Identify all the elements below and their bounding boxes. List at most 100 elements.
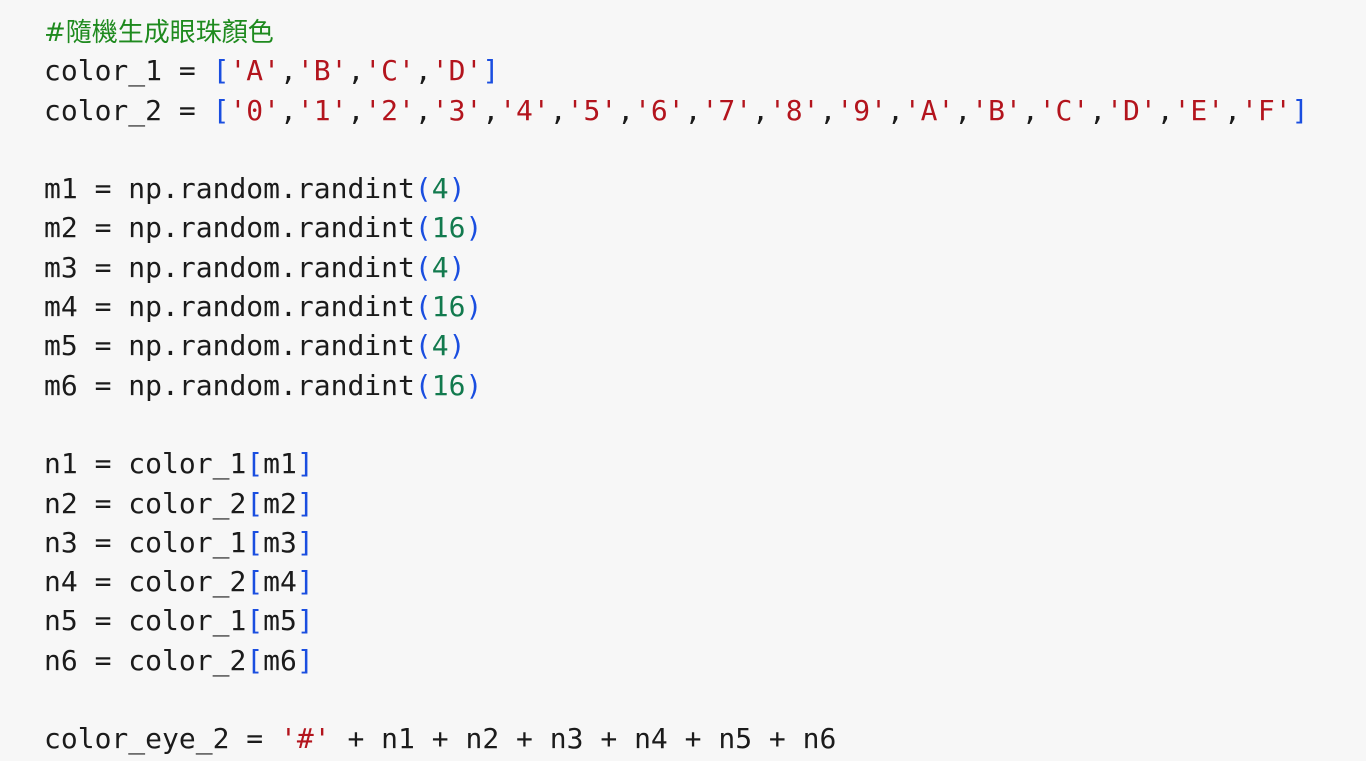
operator-token: + — [667, 722, 719, 756]
operator-token: = — [77, 329, 129, 363]
punctuation-token: , — [280, 93, 297, 127]
code-line[interactable]: color_eye_2 = '#' + n1 + n2 + n3 + n4 + … — [44, 719, 1366, 758]
bracket-token: [ — [246, 604, 264, 638]
string-token: 'B' — [971, 93, 1022, 127]
code-line[interactable]: color_1 = ['A','B','C','D'] — [44, 51, 1366, 90]
code-line[interactable]: color_2 = ['0','1','2','3','4','5','6','… — [44, 91, 1366, 130]
code-line[interactable]: m5 = np.random.randint(4) — [44, 326, 1366, 365]
bracket-token: ) — [465, 368, 483, 402]
identifier-token: n1 — [44, 447, 78, 481]
bracket-token: [ — [246, 565, 264, 599]
operator-token: = — [77, 643, 129, 677]
bracket-token: ( — [414, 368, 432, 402]
identifier-token: m1 — [44, 172, 78, 206]
identifier-token: np.random.randint — [128, 250, 415, 284]
identifier-token: n2 — [465, 722, 500, 756]
code-line[interactable]: n3 = color_1[m3] — [44, 523, 1366, 562]
punctuation-token: , — [684, 93, 702, 127]
operator-token: + — [752, 722, 803, 756]
identifier-token: n4 — [44, 565, 78, 599]
bracket-token: [ — [212, 54, 230, 88]
string-token: 'E' — [1173, 93, 1225, 127]
code-line[interactable]: #隨機生成眼珠顏色 — [44, 12, 1366, 51]
identifier-token: n2 — [44, 486, 78, 520]
number-token: 4 — [431, 329, 449, 363]
string-token: '4' — [499, 93, 550, 127]
code-line[interactable]: n2 = color_2[m2] — [44, 484, 1366, 523]
code-line[interactable]: m6 = np.random.randint(16) — [44, 366, 1366, 405]
number-token: 16 — [431, 211, 466, 245]
identifier-token: m3 — [44, 250, 78, 284]
identifier-token: m5 — [263, 604, 297, 638]
code-line[interactable]: m4 = np.random.randint(16) — [44, 287, 1366, 326]
string-token: '2' — [364, 93, 415, 127]
identifier-token: np.random.randint — [128, 290, 415, 324]
identifier-token: color_2 — [44, 93, 163, 127]
code-line[interactable]: n4 = color_2[m4] — [44, 562, 1366, 601]
string-token: 'B' — [296, 54, 348, 88]
operator-token: = — [162, 54, 213, 88]
bracket-token: ( — [414, 329, 432, 363]
string-token: '0' — [229, 93, 281, 127]
identifier-token: m3 — [263, 525, 297, 559]
code-line[interactable]: n5 = color_1[m5] — [44, 601, 1366, 640]
string-token: '8' — [768, 93, 820, 127]
operator-token: = — [77, 368, 129, 402]
bracket-token: ] — [296, 604, 314, 638]
comment-token: #隨機生成眼珠顏色 — [44, 18, 274, 48]
punctuation-token: , — [1089, 93, 1107, 127]
bracket-token: [ — [246, 447, 264, 481]
code-line[interactable]: m1 = np.random.randint(4) — [44, 169, 1366, 208]
blank-line[interactable] — [44, 130, 1366, 169]
punctuation-token: , — [414, 93, 432, 127]
string-token: '3' — [431, 93, 483, 127]
number-token: 4 — [431, 250, 449, 284]
bracket-token: ] — [296, 565, 314, 599]
operator-token: = — [77, 525, 129, 559]
bracket-token: ] — [482, 54, 500, 88]
bracket-token: ) — [465, 211, 483, 245]
punctuation-token: , — [414, 54, 432, 88]
identifier-token: m2 — [263, 486, 297, 520]
identifier-token: color_1 — [128, 525, 247, 559]
identifier-token: n4 — [634, 722, 668, 756]
identifier-token: m4 — [44, 290, 78, 324]
punctuation-token: , — [280, 54, 297, 88]
string-token: 'A' — [903, 93, 955, 127]
number-token: 16 — [431, 368, 466, 402]
code-line[interactable]: n6 = color_2[m6] — [44, 641, 1366, 680]
identifier-token: np.random.randint — [128, 368, 415, 402]
bracket-token: [ — [246, 525, 264, 559]
identifier-token: n5 — [44, 604, 78, 638]
identifier-token: n1 — [381, 722, 415, 756]
punctuation-token: , — [954, 93, 972, 127]
code-line[interactable]: m3 = np.random.randint(4) — [44, 248, 1366, 287]
code-line[interactable]: m2 = np.random.randint(16) — [44, 208, 1366, 247]
identifier-token: m5 — [44, 329, 78, 363]
operator-token: + — [499, 722, 550, 756]
string-token: '6' — [634, 93, 685, 127]
operator-token: = — [77, 211, 129, 245]
identifier-token: color_2 — [128, 565, 247, 599]
string-token: 'D' — [1106, 93, 1157, 127]
code-line[interactable]: n1 = color_1[m1] — [44, 444, 1366, 483]
blank-line[interactable] — [44, 405, 1366, 444]
punctuation-token: , — [549, 93, 567, 127]
bracket-token: ] — [296, 643, 314, 677]
identifier-token: np.random.randint — [128, 329, 415, 363]
bracket-token: ( — [414, 172, 432, 206]
identifier-token: n3 — [549, 722, 584, 756]
identifier-token: m2 — [44, 211, 78, 245]
operator-token: = — [77, 604, 129, 638]
punctuation-token: , — [886, 93, 904, 127]
bracket-token: ( — [414, 290, 432, 324]
string-token: 'C' — [1038, 93, 1090, 127]
operator-token: = — [77, 486, 129, 520]
bracket-token: [ — [212, 93, 230, 127]
punctuation-token: , — [752, 93, 769, 127]
blank-line[interactable] — [44, 680, 1366, 719]
identifier-token: m6 — [44, 368, 78, 402]
identifier-token: color_1 — [128, 604, 247, 638]
